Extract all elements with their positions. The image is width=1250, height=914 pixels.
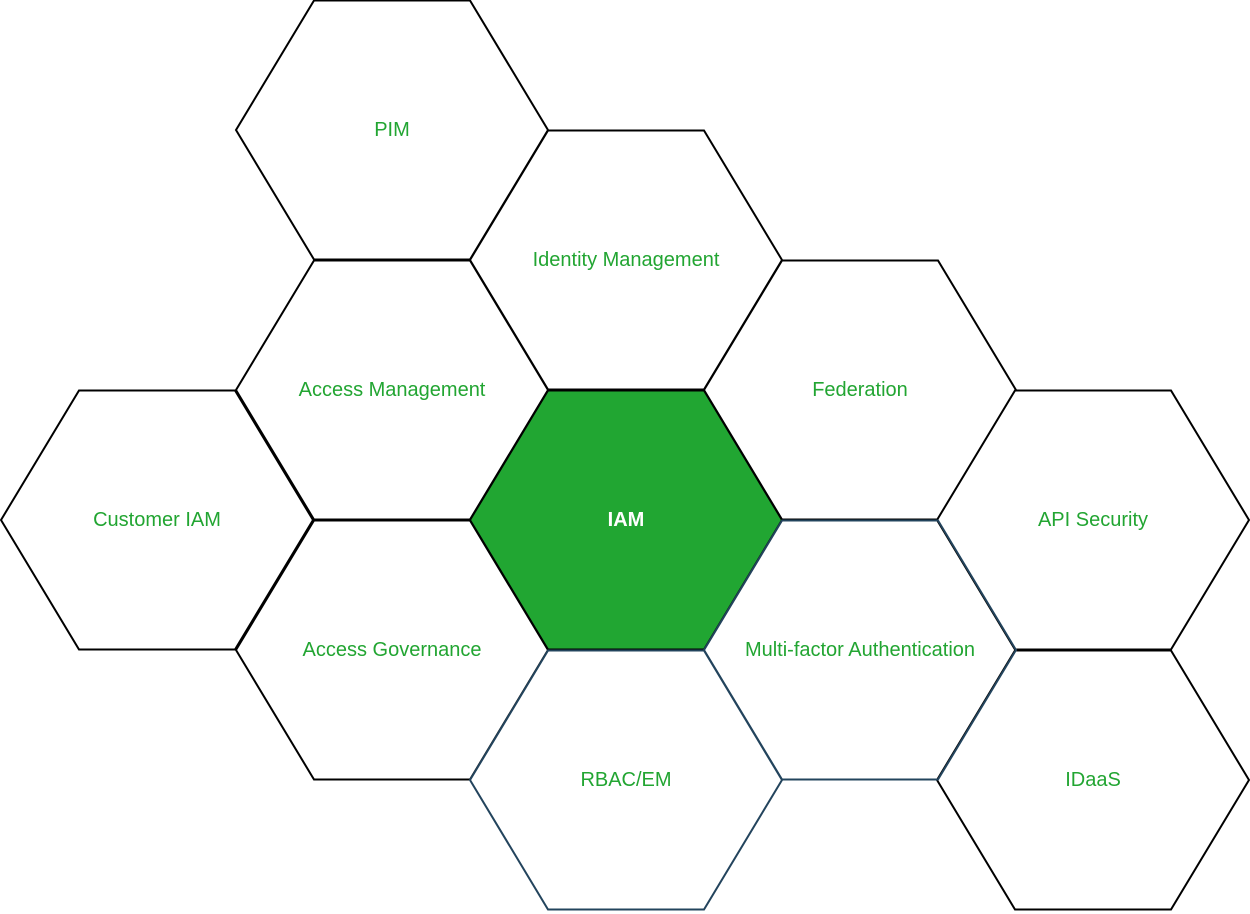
federation-label: Federation [812,379,908,401]
idaas-label: IDaaS [1065,769,1121,791]
api-security-label: API Security [1038,509,1148,531]
iam-center-node: IAM [468,389,784,651]
multi-factor-authentication-label: Multi-factor Authentication [745,639,975,661]
access-management-label: Access Management [299,379,486,401]
identity-management-label: Identity Management [533,249,720,271]
pim-label: PIM [374,119,410,141]
customer-iam-node: Customer IAM [0,389,315,651]
access-management-node: Access Management [234,259,550,521]
rbac-em-node: RBAC/EM [468,649,784,911]
customer-iam-label: Customer IAM [93,509,221,531]
rbac-em-label: RBAC/EM [580,769,671,791]
access-governance-node: Access Governance [234,519,550,781]
iam-center-label: IAM [608,509,645,531]
rbac-em-hexagon [468,649,784,911]
idaas-node: IDaaS [935,649,1250,911]
access-governance-label: Access Governance [303,639,482,661]
customer-iam-hexagon [0,389,315,651]
